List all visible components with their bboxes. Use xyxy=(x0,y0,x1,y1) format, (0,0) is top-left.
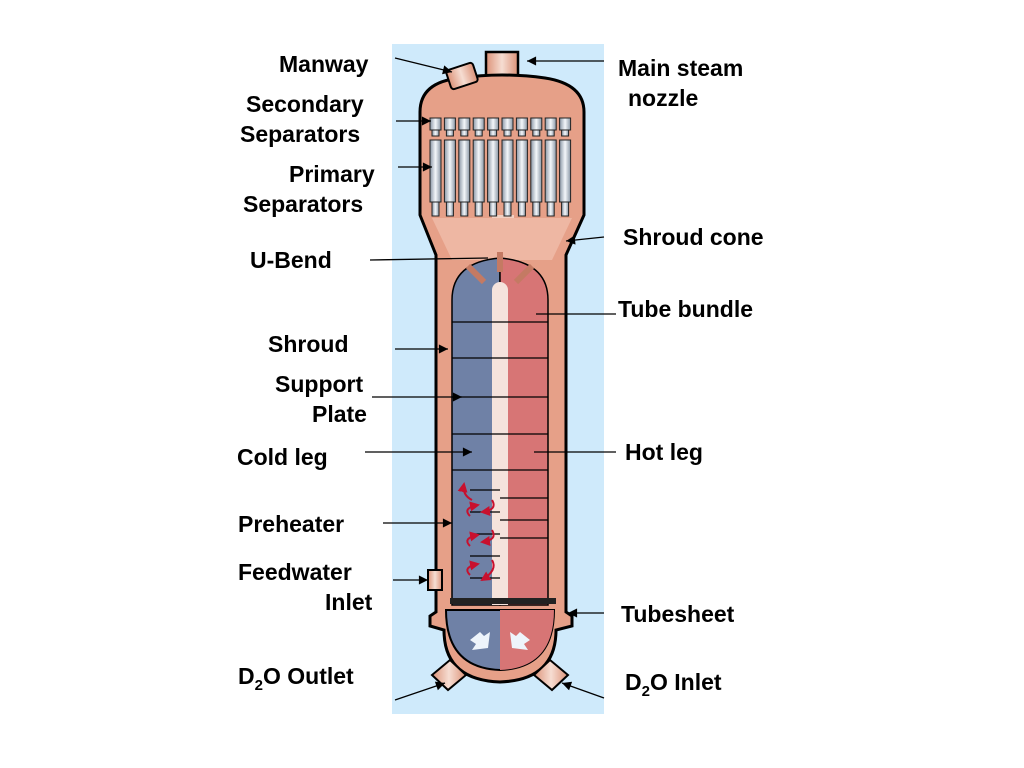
secondary-separator xyxy=(501,117,514,131)
primary-separator xyxy=(559,139,572,203)
feedwater-nozzle xyxy=(427,569,443,591)
primary-separator xyxy=(530,139,543,203)
u-bend-supports xyxy=(465,252,535,285)
label-primary-separators-2: Separators xyxy=(243,191,363,217)
secondary-separator xyxy=(544,117,557,131)
secondary-separator-neck xyxy=(445,129,454,137)
primary-separator xyxy=(501,139,514,203)
label-u-bend: U-Bend xyxy=(250,247,332,273)
label-main-steam-nozzle-1: Main steam xyxy=(618,55,743,81)
label-preheater: Preheater xyxy=(238,511,344,537)
primary-separator xyxy=(472,139,485,203)
primary-separator-nozzle xyxy=(445,201,454,217)
primary-separator xyxy=(458,139,471,203)
label-support-plate-1: Support xyxy=(275,371,363,397)
primary-separator xyxy=(429,139,442,203)
label-tubesheet: Tubesheet xyxy=(621,601,735,627)
label-primary-separators-1: Primary xyxy=(289,161,375,187)
label-manway: Manway xyxy=(279,51,369,77)
secondary-separator-neck xyxy=(517,129,526,137)
label-shroud-cone: Shroud cone xyxy=(623,224,764,250)
preheater-flow-arrows xyxy=(457,482,495,582)
secondary-separator xyxy=(472,117,485,131)
primary-separator-nozzle xyxy=(474,201,483,217)
leader-lines xyxy=(365,56,616,701)
divider-lane xyxy=(492,290,508,605)
tube-bundle xyxy=(444,252,556,672)
labels: Manway Secondary Separators Primary Sepa… xyxy=(237,51,764,700)
hot-leg-region xyxy=(499,257,549,606)
label-d2o-outlet: D2O Outlet xyxy=(238,663,354,694)
tubesheet-plate xyxy=(450,598,556,604)
secondary-separator xyxy=(559,117,572,131)
label-tube-bundle: Tube bundle xyxy=(618,296,753,322)
primary-separator xyxy=(544,139,557,203)
secondary-separator xyxy=(515,117,528,131)
label-hot-leg: Hot leg xyxy=(625,439,703,465)
d2o-inlet-nozzle xyxy=(532,658,570,692)
secondary-separator-neck xyxy=(561,129,570,137)
secondary-separator-neck xyxy=(532,129,541,137)
label-cold-leg: Cold leg xyxy=(237,444,328,470)
secondary-separator xyxy=(429,117,442,131)
secondary-separator-neck xyxy=(460,129,469,137)
secondary-separator-neck xyxy=(546,129,555,137)
primary-separator-nozzle xyxy=(431,201,440,217)
secondary-separator xyxy=(443,117,456,131)
support-plates xyxy=(452,321,548,579)
separators xyxy=(429,117,572,217)
primary-separator xyxy=(443,139,456,203)
primary-separator-nozzle xyxy=(503,201,512,217)
primary-separator-nozzle xyxy=(546,201,555,217)
manway-hatch xyxy=(445,61,479,91)
secondary-separator-neck xyxy=(431,129,440,137)
secondary-separator xyxy=(487,117,500,131)
secondary-separator-neck xyxy=(474,129,483,137)
secondary-separator xyxy=(458,117,471,131)
label-feedwater-inlet-1: Feedwater xyxy=(238,559,352,585)
primary-separator-nozzle xyxy=(561,201,570,217)
primary-separator-nozzle xyxy=(460,201,469,217)
primary-separator-nozzle xyxy=(489,201,498,217)
label-secondary-separators-1: Secondary xyxy=(246,91,364,117)
label-shroud: Shroud xyxy=(268,331,349,357)
primary-separator xyxy=(515,139,528,203)
secondary-separator-neck xyxy=(503,129,512,137)
primary-separator-nozzle xyxy=(532,201,541,217)
label-secondary-separators-2: Separators xyxy=(240,121,360,147)
secondary-separator xyxy=(530,117,543,131)
primary-separator xyxy=(487,139,500,203)
label-d2o-inlet: D2O Inlet xyxy=(625,669,722,700)
secondary-separator-neck xyxy=(489,129,498,137)
label-main-steam-nozzle-2: nozzle xyxy=(628,85,698,111)
label-feedwater-inlet-2: Inlet xyxy=(325,589,373,615)
label-support-plate-2: Plate xyxy=(312,401,367,427)
primary-separator-nozzle xyxy=(517,201,526,217)
